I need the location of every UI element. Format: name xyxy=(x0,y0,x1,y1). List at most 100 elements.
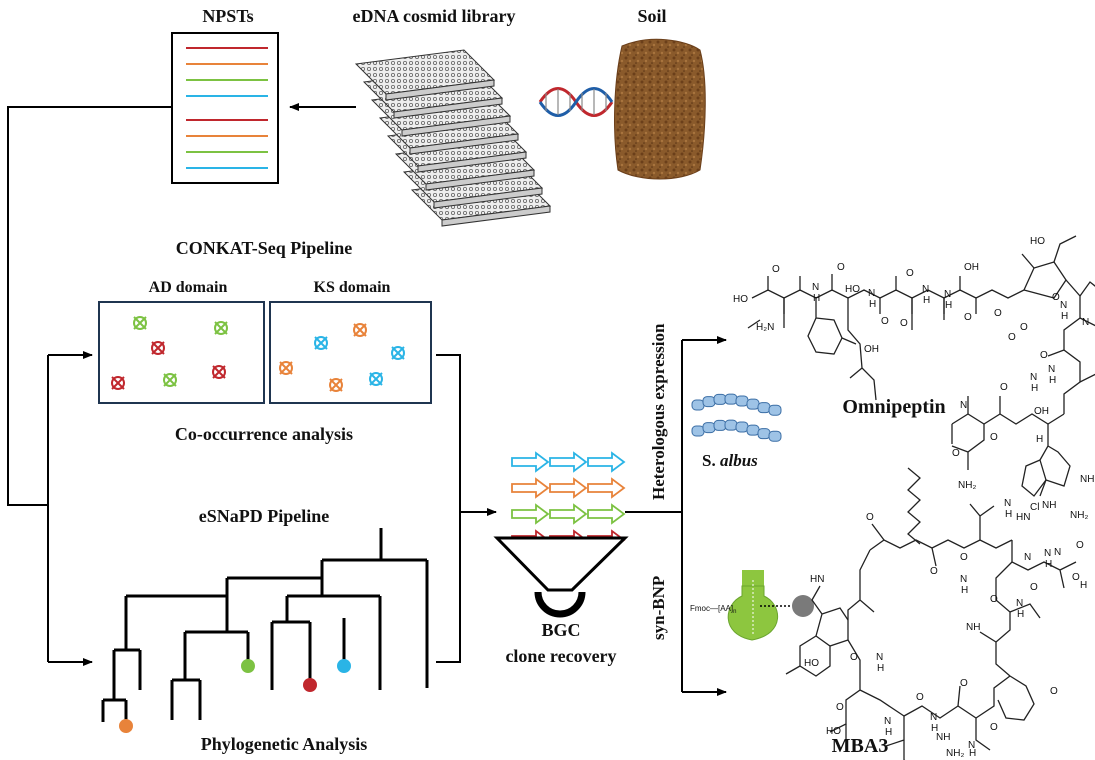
atom-label: HO xyxy=(845,284,860,295)
atom-label: O xyxy=(1052,292,1060,303)
atom-label: O xyxy=(906,268,914,279)
domain-marker xyxy=(212,365,226,379)
atom-label: O xyxy=(1000,382,1008,393)
domain-marker xyxy=(369,372,383,386)
gene-arrow xyxy=(511,503,550,525)
cell-segment xyxy=(702,422,716,434)
domain-marker xyxy=(353,323,367,337)
dna-helix-icon xyxy=(538,87,614,117)
atom-label: N xyxy=(1030,372,1037,383)
cell-segment xyxy=(746,398,760,410)
atom-label: H xyxy=(877,663,884,674)
atom-label: HN xyxy=(810,574,824,585)
atom-label: NH₂ xyxy=(958,480,976,491)
atom-label: N xyxy=(960,574,967,585)
library-title: eDNA cosmid library xyxy=(353,6,516,26)
atom-label: O xyxy=(836,702,844,713)
atom-label: N xyxy=(1054,547,1061,558)
atom-label: N xyxy=(1044,548,1051,559)
bgc-label-2: clone recovery xyxy=(505,646,616,666)
tree-tip xyxy=(303,678,317,692)
atom-label: H xyxy=(1045,559,1052,570)
ad-domain-label: AD domain xyxy=(149,279,228,296)
ad-domain-box xyxy=(98,301,265,404)
cell-segment xyxy=(735,421,749,433)
cell-segment xyxy=(746,424,760,436)
ks-domain-label: KS domain xyxy=(314,279,391,296)
fmoc-label: Fmoc—[AA]n xyxy=(690,604,736,615)
ks-domain-box xyxy=(269,301,432,404)
tree-tip xyxy=(119,719,133,733)
atom-label: O xyxy=(990,432,998,443)
domain-marker xyxy=(329,378,343,392)
gene-arrow xyxy=(549,503,588,525)
atom-label: HO xyxy=(1030,236,1045,247)
mba3-label: MBA3 xyxy=(832,735,889,757)
atom-label: O xyxy=(930,566,938,577)
atom-label: O xyxy=(1030,582,1038,593)
atom-label: O xyxy=(1050,686,1058,697)
atom-label: HO xyxy=(826,726,841,737)
atom-label: O xyxy=(960,678,968,689)
atom-label: O xyxy=(964,312,972,323)
omnipeptin-structure xyxy=(747,235,1095,497)
atom-label: H₂N xyxy=(756,322,774,333)
atom-label: H xyxy=(1049,375,1056,386)
host-label: S. albus xyxy=(702,451,758,470)
gene-arrow xyxy=(587,503,626,525)
atom-label: NH xyxy=(1042,500,1056,511)
cell-segment xyxy=(724,419,738,431)
omnipeptin-atom-labels: HOOH₂NNHOHONHOOHONHONHOHOOOHOONHONHNHONH… xyxy=(733,236,1094,563)
phylo-label: Phylogenetic Analysis xyxy=(201,734,368,754)
atom-label: H xyxy=(1061,311,1068,322)
atom-label: H xyxy=(931,723,938,734)
cooccurrence-label: Co-occurrence analysis xyxy=(175,424,353,444)
gene-arrow xyxy=(549,451,588,473)
atom-label: H xyxy=(969,748,976,759)
omnipeptin-label: Omnipeptin xyxy=(842,396,945,418)
atom-label: NH xyxy=(936,732,950,743)
atom-label: H xyxy=(885,727,892,738)
atom-label: NH xyxy=(966,622,980,633)
domain-marker xyxy=(214,321,228,335)
phylogenetic-tree xyxy=(101,528,429,722)
atom-label: O xyxy=(1040,350,1048,361)
atom-label: N xyxy=(812,282,819,293)
atom-label: O xyxy=(881,316,889,327)
atom-label: O xyxy=(850,652,858,663)
domain-marker xyxy=(151,341,165,355)
cosmid-library-plates xyxy=(354,49,552,227)
ad-markers xyxy=(111,316,228,390)
atom-label: NH₂ xyxy=(946,748,964,759)
atom-label: N xyxy=(1016,598,1023,609)
cell-segment xyxy=(691,399,705,411)
atom-label: N xyxy=(884,716,891,727)
atom-label: O xyxy=(916,692,924,703)
synthesis-flask-icon xyxy=(727,570,778,641)
atom-label: O xyxy=(990,594,998,605)
atom-label: OH xyxy=(1034,406,1049,417)
atom-label: O xyxy=(1020,322,1028,333)
cell-segment xyxy=(724,393,738,405)
gene-arrow xyxy=(587,451,626,473)
atom-label: Cl xyxy=(1030,502,1039,513)
gene-arrow xyxy=(511,477,550,499)
atom-label: O xyxy=(837,262,845,273)
cell-segment xyxy=(757,428,771,440)
atom-label: N xyxy=(922,284,929,295)
cell-segment xyxy=(768,430,782,442)
atom-label: N xyxy=(876,652,883,663)
atom-label: O xyxy=(960,552,968,563)
cell-segment xyxy=(713,419,727,431)
atom-label: NH xyxy=(1080,474,1094,485)
cell-segment xyxy=(702,396,716,408)
soil-title: Soil xyxy=(637,6,666,26)
atom-label: H xyxy=(945,300,952,311)
atom-label: H xyxy=(813,293,820,304)
cell-segment xyxy=(691,425,705,437)
atom-label: N xyxy=(1048,364,1055,375)
domain-marker xyxy=(391,346,405,360)
atom-label: OH xyxy=(864,344,879,355)
